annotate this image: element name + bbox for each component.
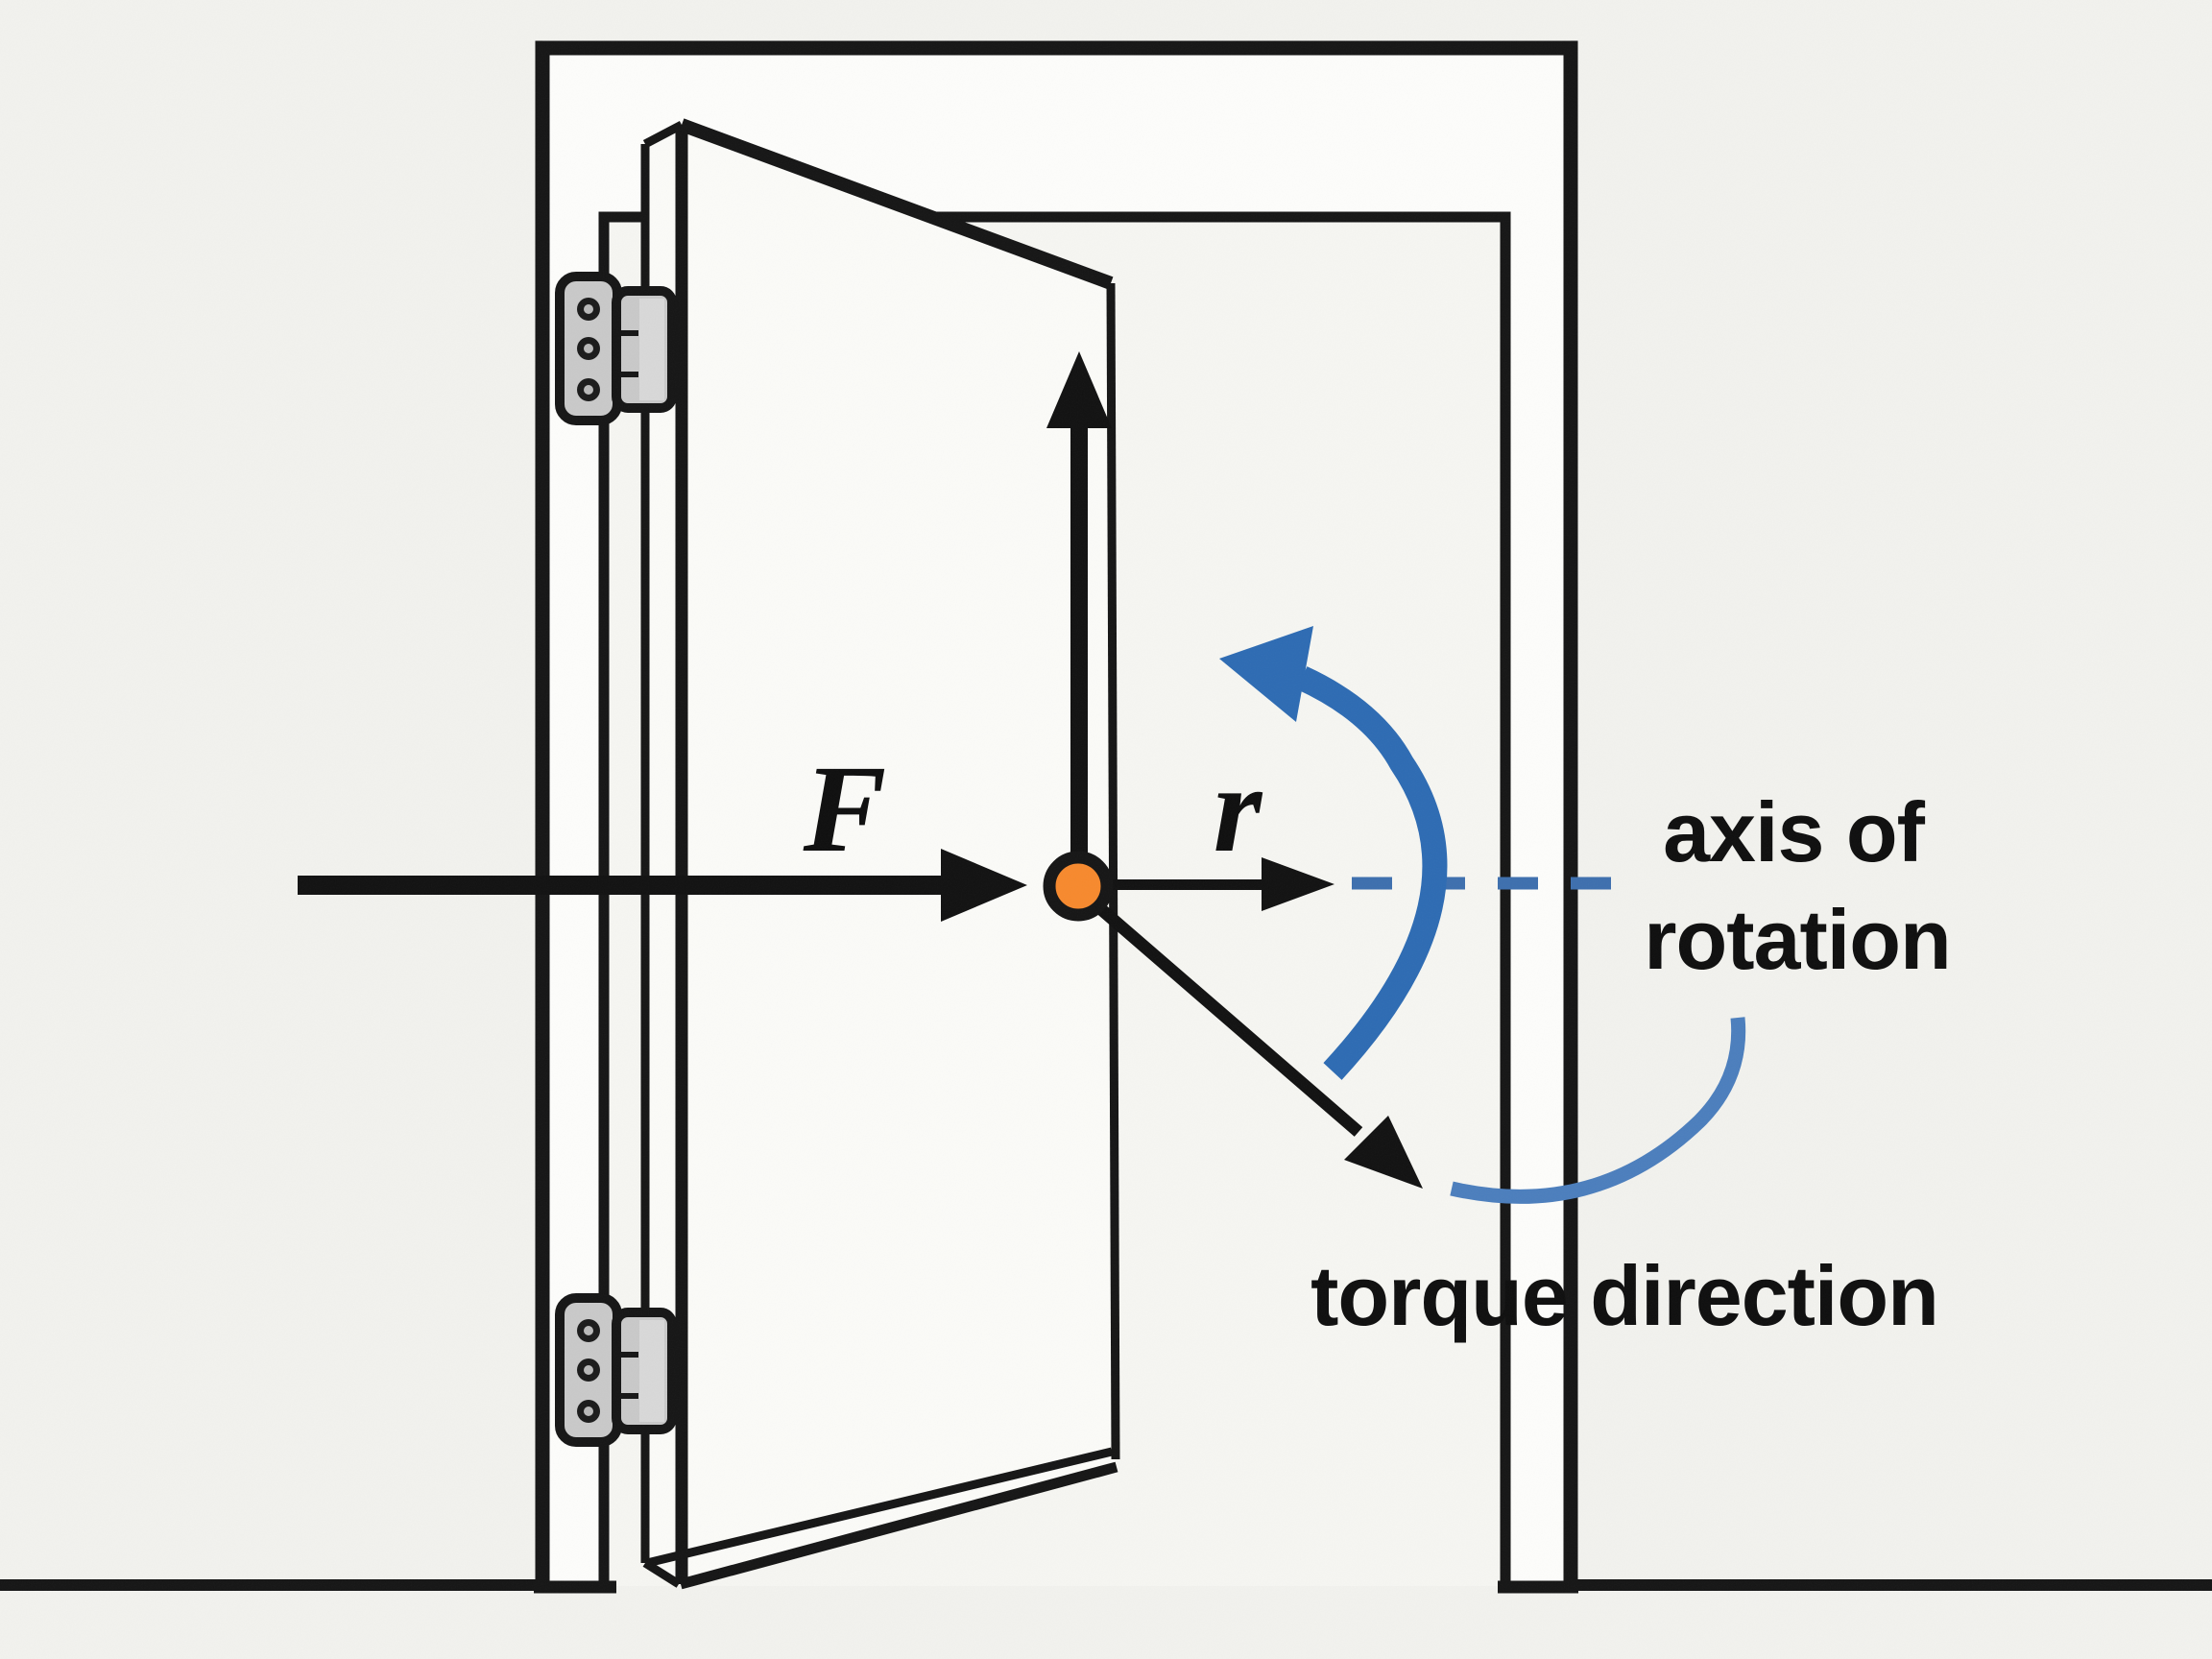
- torque-door-diagram: F r axis of rotation torque direction: [0, 0, 2212, 1659]
- torque-door-figure: F r axis of rotation torque direction: [0, 0, 2212, 1659]
- paper-noise-overlay: [0, 0, 2212, 1659]
